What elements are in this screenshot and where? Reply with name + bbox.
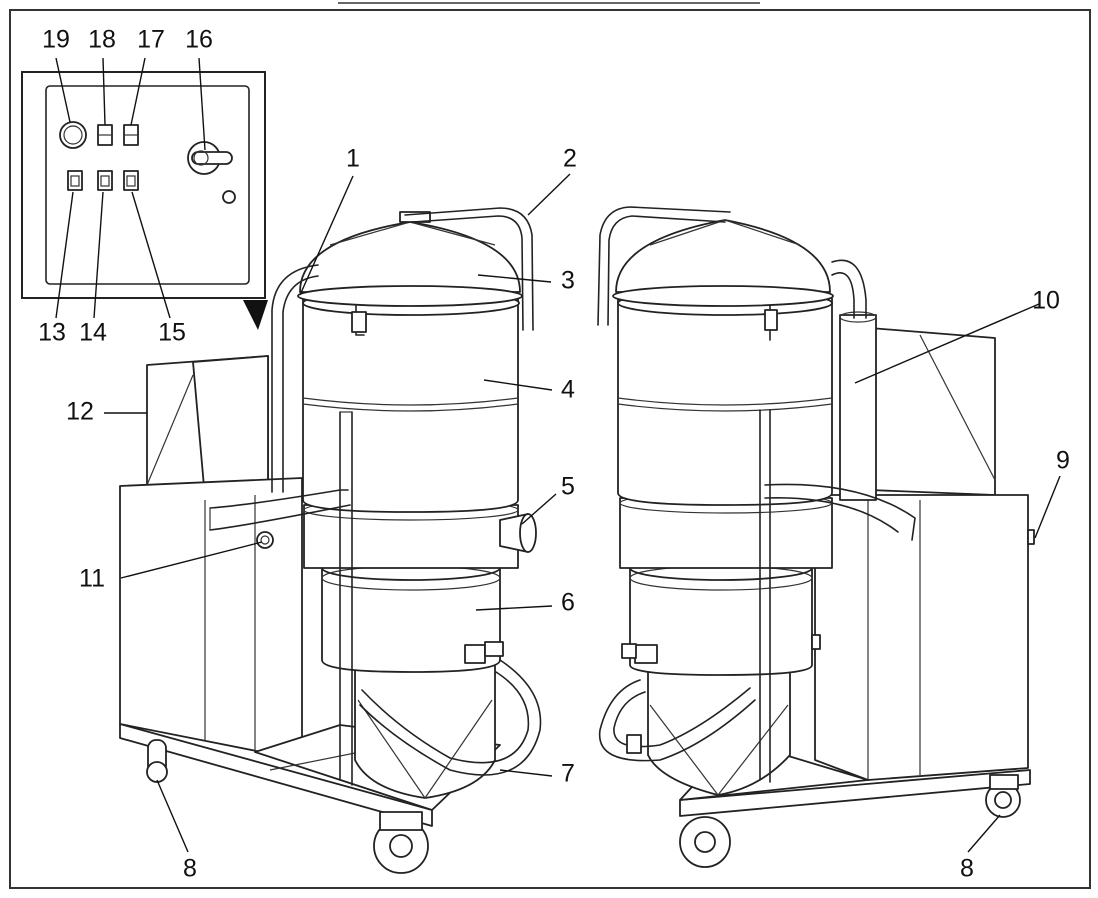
callout-14: 14 [79,319,107,347]
control-panel-inset [21,71,268,330]
left-machine [119,207,542,874]
panel-switch-15 [123,170,139,191]
callout-1: 1 [346,145,360,173]
panel-switch-14 [97,170,113,191]
callout-16: 16 [185,26,213,54]
panel-switch-13 [67,170,83,191]
callout-13: 13 [38,319,66,347]
callout-3: 3 [561,267,575,295]
callout-11: 11 [79,565,105,593]
callout-7: 7 [561,760,575,788]
callout-17: 17 [137,26,165,54]
right-machine [597,206,1035,868]
callout-labels: 1 2 3 4 5 6 7 8 8 9 10 11 12 13 14 15 16… [38,26,1070,883]
callout-2: 2 [563,145,577,173]
figure-frame [9,9,1091,889]
callout-9: 9 [1056,447,1070,475]
callout-4: 4 [561,376,575,404]
callout-5: 5 [561,473,575,501]
panel-pointer [243,300,268,330]
callout-12: 12 [66,398,94,426]
leader-lines [55,57,1061,853]
callout-6: 6 [561,589,575,617]
callout-15: 15 [158,319,186,347]
callout-10: 10 [1032,287,1060,315]
callout-19: 19 [42,26,70,54]
callout-8-left: 8 [183,855,197,883]
panel-indicator [222,190,236,204]
callout-8-right: 8 [960,855,974,883]
callout-18: 18 [88,26,116,54]
